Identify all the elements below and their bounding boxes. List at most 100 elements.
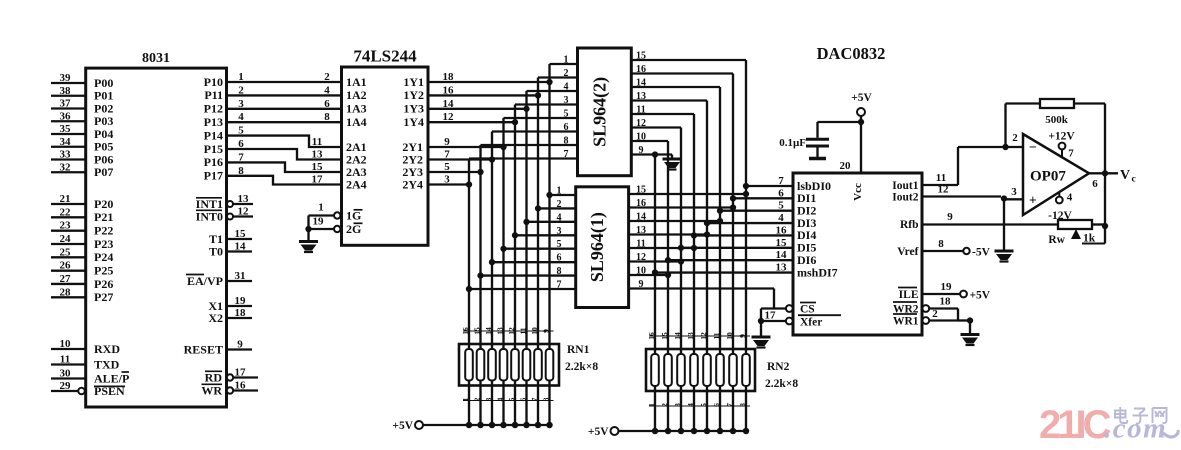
svg-text:9: 9 <box>237 339 243 351</box>
svg-text:2A4: 2A4 <box>346 177 367 191</box>
svg-text:P07: P07 <box>94 165 113 179</box>
svg-text:14: 14 <box>636 78 646 89</box>
svg-text:RESET: RESET <box>184 342 223 356</box>
svg-text:6: 6 <box>1092 178 1098 190</box>
svg-text:34: 34 <box>60 136 72 148</box>
svg-text:19: 19 <box>313 216 325 228</box>
svg-text:12: 12 <box>443 111 455 123</box>
svg-text:2Y3: 2Y3 <box>402 165 423 179</box>
svg-text:P24: P24 <box>94 250 113 264</box>
svg-text:13: 13 <box>636 225 646 236</box>
svg-text:V: V <box>1120 168 1130 183</box>
svg-text:12: 12 <box>238 206 250 218</box>
svg-text:RD: RD <box>205 370 223 384</box>
svg-text:15: 15 <box>776 237 788 249</box>
svg-text:RN2: RN2 <box>767 361 790 373</box>
svg-text:32: 32 <box>60 161 72 173</box>
svg-text:6: 6 <box>238 138 244 150</box>
svg-text:P01: P01 <box>94 89 113 103</box>
svg-text:OP07: OP07 <box>1030 169 1066 185</box>
svg-text:9: 9 <box>947 211 953 223</box>
svg-text:74LS244: 74LS244 <box>353 47 417 66</box>
svg-text:1: 1 <box>461 397 470 401</box>
svg-text:T1: T1 <box>209 232 223 246</box>
svg-text:2Y1: 2Y1 <box>402 140 423 154</box>
svg-text:16: 16 <box>636 198 646 209</box>
svg-text:Xfer: Xfer <box>800 317 822 329</box>
svg-text:37: 37 <box>60 98 72 110</box>
svg-text:10: 10 <box>60 338 72 350</box>
svg-text:15: 15 <box>636 185 646 196</box>
svg-text:14: 14 <box>235 241 247 253</box>
svg-text:2: 2 <box>932 308 938 320</box>
svg-text:DI6: DI6 <box>797 253 816 267</box>
svg-text:19: 19 <box>941 281 953 293</box>
svg-text:SL964(2): SL964(2) <box>589 77 610 147</box>
svg-text:31: 31 <box>235 270 246 282</box>
svg-text:4: 4 <box>1067 192 1073 204</box>
svg-text:1A4: 1A4 <box>346 115 367 129</box>
svg-text:4: 4 <box>324 84 330 96</box>
svg-text:P15: P15 <box>204 142 223 156</box>
svg-text:6: 6 <box>519 397 528 401</box>
svg-text:P05: P05 <box>94 140 113 154</box>
svg-text:T0: T0 <box>209 244 223 258</box>
svg-text:P02: P02 <box>94 101 113 115</box>
svg-text:2A2: 2A2 <box>346 152 367 166</box>
svg-text:9: 9 <box>444 136 450 148</box>
svg-text:14: 14 <box>636 212 646 223</box>
svg-text:6: 6 <box>564 122 569 133</box>
svg-text:1: 1 <box>557 186 562 197</box>
svg-text:4: 4 <box>686 403 695 407</box>
svg-text:11: 11 <box>636 105 645 116</box>
svg-text:P12: P12 <box>204 102 223 116</box>
svg-text:2: 2 <box>1012 132 1018 144</box>
svg-text:17: 17 <box>235 367 247 379</box>
svg-text:6: 6 <box>778 187 784 199</box>
svg-text:2Y2: 2Y2 <box>402 152 423 166</box>
svg-text:3: 3 <box>557 226 562 237</box>
svg-text:X1: X1 <box>208 299 223 313</box>
svg-text:13: 13 <box>238 193 250 205</box>
svg-text:P03: P03 <box>94 114 113 128</box>
svg-text:+: + <box>1029 193 1037 208</box>
svg-text:4: 4 <box>778 212 784 224</box>
svg-text:INT1: INT1 <box>196 197 223 211</box>
svg-text:SL964(1): SL964(1) <box>587 212 608 282</box>
svg-text:500k: 500k <box>1045 114 1069 126</box>
svg-text:9: 9 <box>639 279 644 290</box>
svg-text:14: 14 <box>776 249 788 261</box>
svg-text:2G: 2G <box>346 222 361 236</box>
svg-text:7: 7 <box>778 175 784 187</box>
svg-text:P00: P00 <box>94 76 113 90</box>
svg-text:Rfb: Rfb <box>900 219 919 231</box>
svg-text:9: 9 <box>639 145 644 156</box>
svg-text:18: 18 <box>235 307 247 319</box>
svg-text:7: 7 <box>238 151 244 163</box>
svg-text:Vref: Vref <box>897 246 918 258</box>
svg-text:36: 36 <box>60 110 72 122</box>
svg-text:+5V: +5V <box>851 92 872 104</box>
svg-text:DI3: DI3 <box>797 216 816 230</box>
svg-text:2.2k×8: 2.2k×8 <box>565 361 598 373</box>
svg-text:P26: P26 <box>94 277 113 291</box>
svg-text:24: 24 <box>60 233 72 245</box>
svg-text:21IC: 21IC <box>1039 403 1111 447</box>
svg-text:12: 12 <box>938 184 950 196</box>
svg-text:P22: P22 <box>94 223 113 237</box>
svg-text:19: 19 <box>235 295 247 307</box>
svg-text:DAC0832: DAC0832 <box>817 44 886 63</box>
svg-text:5: 5 <box>444 161 450 173</box>
svg-text:18: 18 <box>940 296 952 308</box>
svg-text:2: 2 <box>660 403 669 407</box>
svg-text:23: 23 <box>60 220 72 232</box>
svg-text:Vcc: Vcc <box>852 183 864 201</box>
svg-text:6: 6 <box>324 98 330 110</box>
svg-text:11: 11 <box>936 172 946 184</box>
svg-text:P14: P14 <box>204 128 223 142</box>
svg-text:5: 5 <box>557 239 562 250</box>
svg-text:INT0: INT0 <box>196 209 223 223</box>
svg-text:DI2: DI2 <box>797 204 816 218</box>
svg-text:WR2: WR2 <box>893 303 919 315</box>
svg-text:8: 8 <box>938 238 944 250</box>
